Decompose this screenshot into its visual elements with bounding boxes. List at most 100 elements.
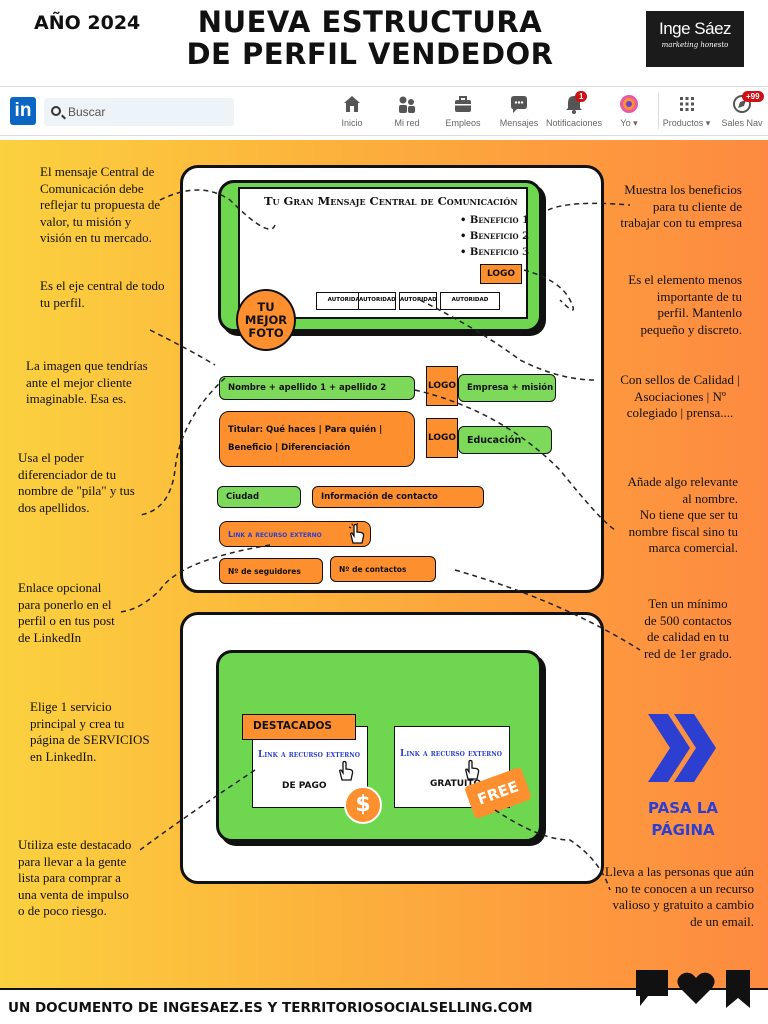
nav-label: Mensajes xyxy=(499,118,539,128)
brand-logo: Inge Sáez marketing honesto xyxy=(646,11,744,67)
search-icon xyxy=(51,106,61,116)
note-benefits: Muestra los beneficios para tu cliente d… xyxy=(606,182,742,232)
note-line: valioso y gratuito a cambio xyxy=(612,897,754,912)
note-line: reflejar tu propuesta de xyxy=(40,197,161,212)
search-input[interactable]: Buscar xyxy=(44,98,234,126)
paid-resource-link[interactable]: Link a recurso externo xyxy=(258,750,360,760)
note-line: de un email. xyxy=(690,913,754,929)
nav-sales-navigator[interactable]: +99 Sales Nav xyxy=(720,91,764,128)
nav-me[interactable]: Yo ▾ xyxy=(614,93,644,129)
nav-label: Notificaciones xyxy=(545,118,603,128)
page-title: NUEVA ESTRUCTURA DE PERFIL VENDEDOR xyxy=(180,6,560,70)
next-page-cta[interactable]: PASA LA PÁGINA xyxy=(620,797,746,841)
note-line: Comunicación debe xyxy=(40,180,144,196)
nav-network[interactable]: Mi red xyxy=(390,93,424,128)
note-line: red de 1er grado. xyxy=(643,645,733,661)
company-mission: Empresa + misión xyxy=(458,374,556,402)
note-featured-free: Lleva a las personas que aún no te conoc… xyxy=(598,864,754,930)
note-line: valor, tu misión y xyxy=(40,213,132,229)
linkedin-logo-icon[interactable]: in xyxy=(10,97,36,125)
note-line: ante el mejor cliente xyxy=(26,374,132,390)
note-line: Enlace opcional xyxy=(18,580,102,595)
note-name-right: Añade algo relevante al nombre. No tiene… xyxy=(610,474,738,557)
notification-badge: 1 xyxy=(575,91,588,102)
authority-badge: AUTORIDAD xyxy=(399,292,437,310)
hand-pointer-icon xyxy=(336,760,356,786)
note-line: Añade algo relevante xyxy=(627,474,738,489)
nav-label: Yo ▾ xyxy=(620,118,638,128)
free-resource-link[interactable]: Link a recurso externo xyxy=(400,749,502,759)
benefit-item: • Beneficio 3 xyxy=(460,247,530,258)
benefit-item: • Beneficio 2 xyxy=(460,231,530,242)
note-line: Asociaciones | Nº xyxy=(634,388,726,404)
note-line: no te conocen a un recurso xyxy=(615,880,754,896)
note-line: al nombre. xyxy=(682,490,738,506)
title-line-2: DE PERFIL VENDEDOR xyxy=(186,37,554,71)
authority-badge: AUTORIDAD xyxy=(358,292,396,310)
nav-jobs[interactable]: Empleos xyxy=(442,93,484,128)
profile-name: Nombre + apellido 1 + apellido 2 xyxy=(219,376,415,400)
followers-count: Nº de seguidores xyxy=(219,558,323,584)
hand-pointer-icon xyxy=(347,522,367,549)
note-line: tu perfil. xyxy=(40,294,85,310)
note-authority: Con sellos de Calidad | Asociaciones | N… xyxy=(600,372,760,422)
note-line: dos apellidos. xyxy=(18,499,90,515)
authority-badge: AUTORIDAD xyxy=(440,292,500,310)
contact-info[interactable]: Información de contacto xyxy=(312,486,484,508)
note-line: nombre de "pila" y tus xyxy=(18,483,135,498)
note-line: de LinkedIn xyxy=(18,629,82,645)
grid-icon xyxy=(679,97,694,111)
external-link-button[interactable]: Link a recurso externo xyxy=(219,521,371,547)
profile-photo: TU MEJOR FOTO xyxy=(236,289,296,351)
note-line: Elige 1 servicio xyxy=(30,699,112,714)
footer-icons xyxy=(636,970,750,1008)
nav-messages[interactable]: Mensajes xyxy=(498,93,540,128)
free-caption: GRATUITO xyxy=(430,779,482,789)
note-line: Es el eje central de todo xyxy=(40,278,165,293)
profile-headline: Titular: Qué haces | Para quién | Benefi… xyxy=(219,411,415,467)
nav-label: Empleos xyxy=(445,118,481,128)
home-icon xyxy=(344,96,360,112)
cta-line: PÁGINA xyxy=(651,821,715,839)
city: Ciudad xyxy=(217,486,301,508)
benefit-item: • Beneficio 1 xyxy=(460,215,530,226)
note-line: Usa el poder xyxy=(18,450,84,465)
note-logo: Es el elemento menos importante de tu pe… xyxy=(610,272,742,338)
note-line: diferenciador de tu xyxy=(18,466,117,482)
note-line: No tiene que ser tu xyxy=(639,507,738,522)
note-line: en LinkedIn. xyxy=(30,748,97,764)
note-line: marca comercial. xyxy=(648,540,739,555)
headline-line-1: Titular: Qué haces | Para quién | xyxy=(228,425,383,435)
note-central-message: El mensaje Central de Comunicación debe … xyxy=(40,164,160,247)
footer-credit: UN DOCUMENTO DE INGESAEZ.ES Y TERRITORIO… xyxy=(8,1000,533,1016)
note-line: Lleva a las personas que aún xyxy=(604,864,754,879)
company-logo: LOGO xyxy=(426,366,458,406)
note-featured-paid: Utiliza este destacado para llevar a la … xyxy=(18,837,131,920)
note-line: lista para comprar a xyxy=(18,870,121,885)
cta-line: PASA LA xyxy=(647,799,719,817)
note-contacts: Ten un mínimo de 500 contactos de calida… xyxy=(632,596,744,662)
bookmark-icon[interactable] xyxy=(726,970,750,1008)
comment-icon[interactable] xyxy=(636,970,668,1006)
nav-products[interactable]: Productos ▾ xyxy=(658,93,714,129)
headline-line-2: Beneficio | Diferenciación xyxy=(228,443,351,453)
external-link-text: Link a recurso externo xyxy=(228,529,322,539)
heart-icon[interactable] xyxy=(677,972,715,1004)
education-logo: LOGO xyxy=(426,418,458,458)
note-line: visión en tu mercado. xyxy=(40,230,152,245)
nav-label: Sales Nav xyxy=(721,118,763,128)
note-line: o de poco riesgo. xyxy=(18,903,107,918)
avatar-icon xyxy=(620,95,638,113)
network-icon xyxy=(399,96,415,113)
nav-notifications[interactable]: 1 Notificaciones xyxy=(545,91,603,128)
note-name: Usa el poder diferenciador de tu nombre … xyxy=(18,450,135,516)
message-icon xyxy=(511,96,527,113)
note-line: colegiado | prensa.... xyxy=(626,405,734,420)
nav-home[interactable]: Inicio xyxy=(336,93,368,128)
paid-caption: DE PAGO xyxy=(282,781,327,791)
note-line: trabajar con tu empresa xyxy=(620,215,742,230)
note-line: La imagen que tendrías xyxy=(26,358,148,373)
note-optional-link: Enlace opcional para ponerlo en el perfi… xyxy=(18,580,115,646)
note-line: de 500 contactos xyxy=(644,612,732,628)
year-label: AÑO 2024 xyxy=(34,12,141,34)
